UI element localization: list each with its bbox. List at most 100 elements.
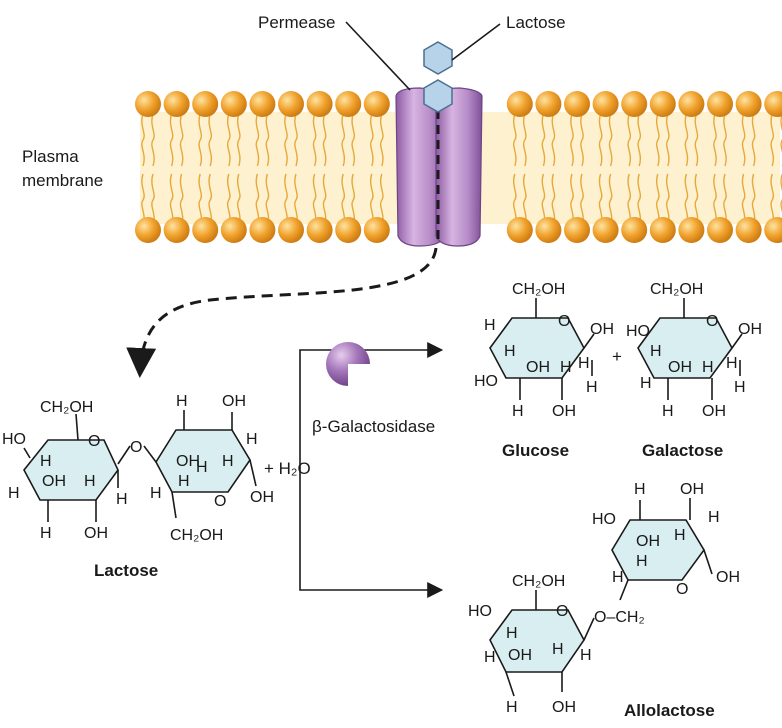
svg-text:H: H (504, 343, 516, 360)
lipid-tail (608, 113, 613, 167)
lipid-tail (723, 113, 727, 167)
lipid-tail (141, 113, 145, 167)
lipid-tail (151, 173, 155, 227)
svg-text:H: H (8, 485, 20, 502)
lipid-head (621, 217, 648, 243)
reaction-arrow-lower (299, 452, 444, 598)
lipid-head (564, 217, 590, 243)
lipid-tail (379, 173, 384, 227)
svg-text:OH: OH (636, 533, 660, 550)
svg-text:H: H (636, 553, 648, 570)
lipid-tail (265, 173, 270, 227)
allolactose-structure: H OH HO H OH H H OH H O CH₂OH O O–CH₂ HO… (468, 481, 740, 720)
enzyme-label: β-Galactosidase (312, 417, 435, 436)
lipid-tail (684, 113, 689, 167)
lipid-tail (684, 173, 689, 227)
svg-text:H: H (512, 403, 524, 420)
svg-text:H: H (176, 393, 188, 410)
lipid-tail (141, 173, 145, 227)
svg-text:H: H (708, 509, 720, 526)
beta-galactosidase-icon (326, 342, 370, 386)
svg-text:CH₂OH: CH₂OH (40, 399, 93, 416)
svg-text:H: H (580, 647, 592, 664)
svg-text:HO: HO (626, 323, 650, 340)
lipid-head (649, 217, 676, 243)
lipid-tail (551, 113, 556, 167)
lipid-tail (179, 173, 184, 227)
lipid-tail (226, 173, 231, 227)
lipid-head (192, 217, 219, 243)
svg-text:O–CH₂: O–CH₂ (594, 609, 645, 626)
lipid-tail (294, 113, 298, 167)
glucose-structure: CH₂OH O H OH H OH H H H HO H OH Glucose (474, 281, 614, 460)
lipid-head (249, 91, 276, 117)
lipid-tail (570, 113, 574, 167)
lipid-tail (780, 113, 782, 166)
lipid-head (278, 91, 304, 117)
lipid-tail (570, 173, 574, 227)
svg-text:HO: HO (474, 373, 498, 390)
lipid-tail (694, 173, 699, 227)
lipid-tail (580, 173, 584, 227)
svg-text:H: H (246, 431, 258, 448)
lipid-tail (379, 113, 384, 167)
lipid-tail (598, 113, 603, 167)
lipid-tail (522, 173, 527, 227)
lipid-tail (541, 173, 546, 227)
lipid-tail (770, 113, 775, 167)
svg-text:H: H (506, 625, 518, 642)
lipid-heads (135, 91, 782, 243)
svg-text:O: O (558, 313, 570, 330)
svg-text:H: H (178, 473, 190, 490)
svg-text:H: H (634, 481, 646, 498)
lipid-tail (713, 113, 717, 167)
lipid-head (363, 217, 390, 243)
lipid-tail (169, 173, 174, 227)
svg-text:O: O (706, 313, 718, 330)
plus-sign: + (612, 347, 622, 366)
svg-text:OH: OH (552, 699, 576, 716)
lipid-head (678, 91, 705, 117)
lipid-tail (312, 113, 317, 167)
svg-text:H: H (734, 379, 746, 396)
svg-text:H: H (662, 403, 674, 420)
membrane-label: membrane (22, 171, 103, 190)
svg-text:H: H (640, 375, 652, 392)
svg-text:H: H (586, 379, 598, 396)
permease-pointer (345, 21, 411, 91)
galactose-name: Galactose (642, 441, 723, 460)
svg-text:OH: OH (552, 403, 576, 420)
reaction-arrow-upper (299, 342, 444, 452)
svg-text:CH₂OH: CH₂OH (170, 527, 223, 544)
svg-text:H: H (674, 527, 686, 544)
lipid-tail (236, 173, 241, 227)
lipid-tail (665, 113, 670, 167)
lipid-head (220, 91, 247, 117)
lipid-head (649, 91, 676, 117)
svg-text:H: H (196, 459, 208, 476)
lipid-tail (541, 113, 546, 167)
svg-text:OH: OH (508, 647, 532, 664)
lipid-tail (322, 113, 327, 167)
svg-text:OH: OH (176, 453, 200, 470)
svg-text:H: H (484, 317, 496, 334)
lipid-tail (741, 113, 746, 167)
svg-text:OH: OH (680, 481, 704, 498)
lipid-tail (694, 113, 699, 167)
svg-text:OH: OH (250, 489, 274, 506)
lipid-tail (655, 173, 660, 227)
svg-text:H: H (560, 359, 572, 376)
lipid-tail (627, 173, 632, 227)
lipid-tail (198, 173, 203, 227)
lipid-tail (226, 113, 231, 167)
lipid-head (735, 91, 762, 117)
lipid-head (592, 91, 619, 117)
lipid-tail (169, 113, 174, 167)
svg-text:H: H (506, 699, 518, 716)
lipid-tail (512, 173, 517, 227)
lipid-head (163, 217, 190, 243)
lipid-head (707, 91, 733, 117)
lactose-name: Lactose (94, 561, 158, 580)
lipid-tail (179, 113, 184, 167)
